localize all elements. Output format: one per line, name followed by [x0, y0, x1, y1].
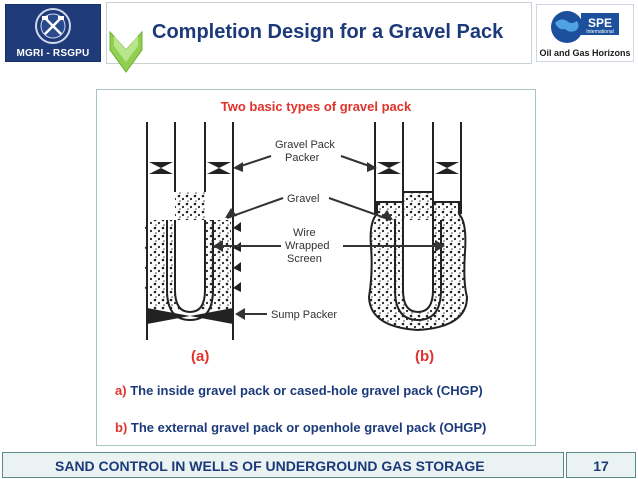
mgri-logo-caption: MGRI - RSGPU — [16, 48, 90, 59]
gravel-pack-diagram: Gravel Pack Packer Gravel Wire Wrapped S… — [145, 122, 469, 340]
spe-mark-sub: International — [586, 29, 614, 35]
description-a-text: The inside gravel pack or cased-hole gra… — [130, 383, 483, 398]
spe-logo-caption: Oil and Gas Horizons — [539, 48, 631, 58]
diagram-a — [145, 122, 241, 340]
description-b-text: The external gravel pack or openhole gra… — [130, 420, 487, 435]
footer-title: SAND CONTROL IN WELLS OF UNDERGROUND GAS… — [55, 458, 485, 474]
description-b-letter: b) — [115, 420, 128, 435]
label-screen-line1: Wire — [293, 227, 316, 239]
diagram-subtitle: Two basic types of gravel pack — [220, 99, 412, 114]
label-sump-packer: Sump Packer — [271, 309, 337, 321]
diagram-b — [367, 122, 469, 332]
slide-title-bar: Completion Design for a Gravel Pack — [106, 2, 532, 64]
footer-bar: SAND CONTROL IN WELLS OF UNDERGROUND GAS… — [2, 452, 564, 478]
label-screen-line3: Screen — [287, 253, 322, 265]
globe-icon: SPE International — [551, 11, 619, 43]
description-b: b) The external gravel pack or openhole … — [115, 420, 486, 435]
label-packer-line2: Packer — [285, 152, 320, 164]
mgri-emblem-icon — [35, 8, 71, 44]
fig-label-b: (b) — [415, 348, 435, 365]
page-number: 17 — [593, 458, 609, 474]
label-screen-line2: Wrapped — [285, 240, 329, 252]
description-a: a) The inside gravel pack or cased-hole … — [115, 383, 483, 398]
label-packer-line1: Gravel Pack — [275, 139, 335, 151]
mgri-logo: MGRI - RSGPU — [5, 4, 101, 62]
fig-label-a: (a) — [191, 348, 210, 365]
label-gravel: Gravel — [287, 193, 319, 205]
content-box: Two basic types of gravel pack — [96, 89, 536, 446]
page-number-box: 17 — [566, 452, 636, 478]
spe-mark: SPE — [588, 16, 612, 30]
spe-logo: SPE International Oil and Gas Horizons — [536, 4, 634, 62]
diagram-annotations: Gravel Pack Packer Gravel Wire Wrapped S… — [213, 139, 445, 321]
description-a-letter: a) — [115, 383, 127, 398]
slide-title: Completion Design for a Gravel Pack — [152, 21, 504, 43]
green-chevron-icon — [109, 30, 143, 73]
